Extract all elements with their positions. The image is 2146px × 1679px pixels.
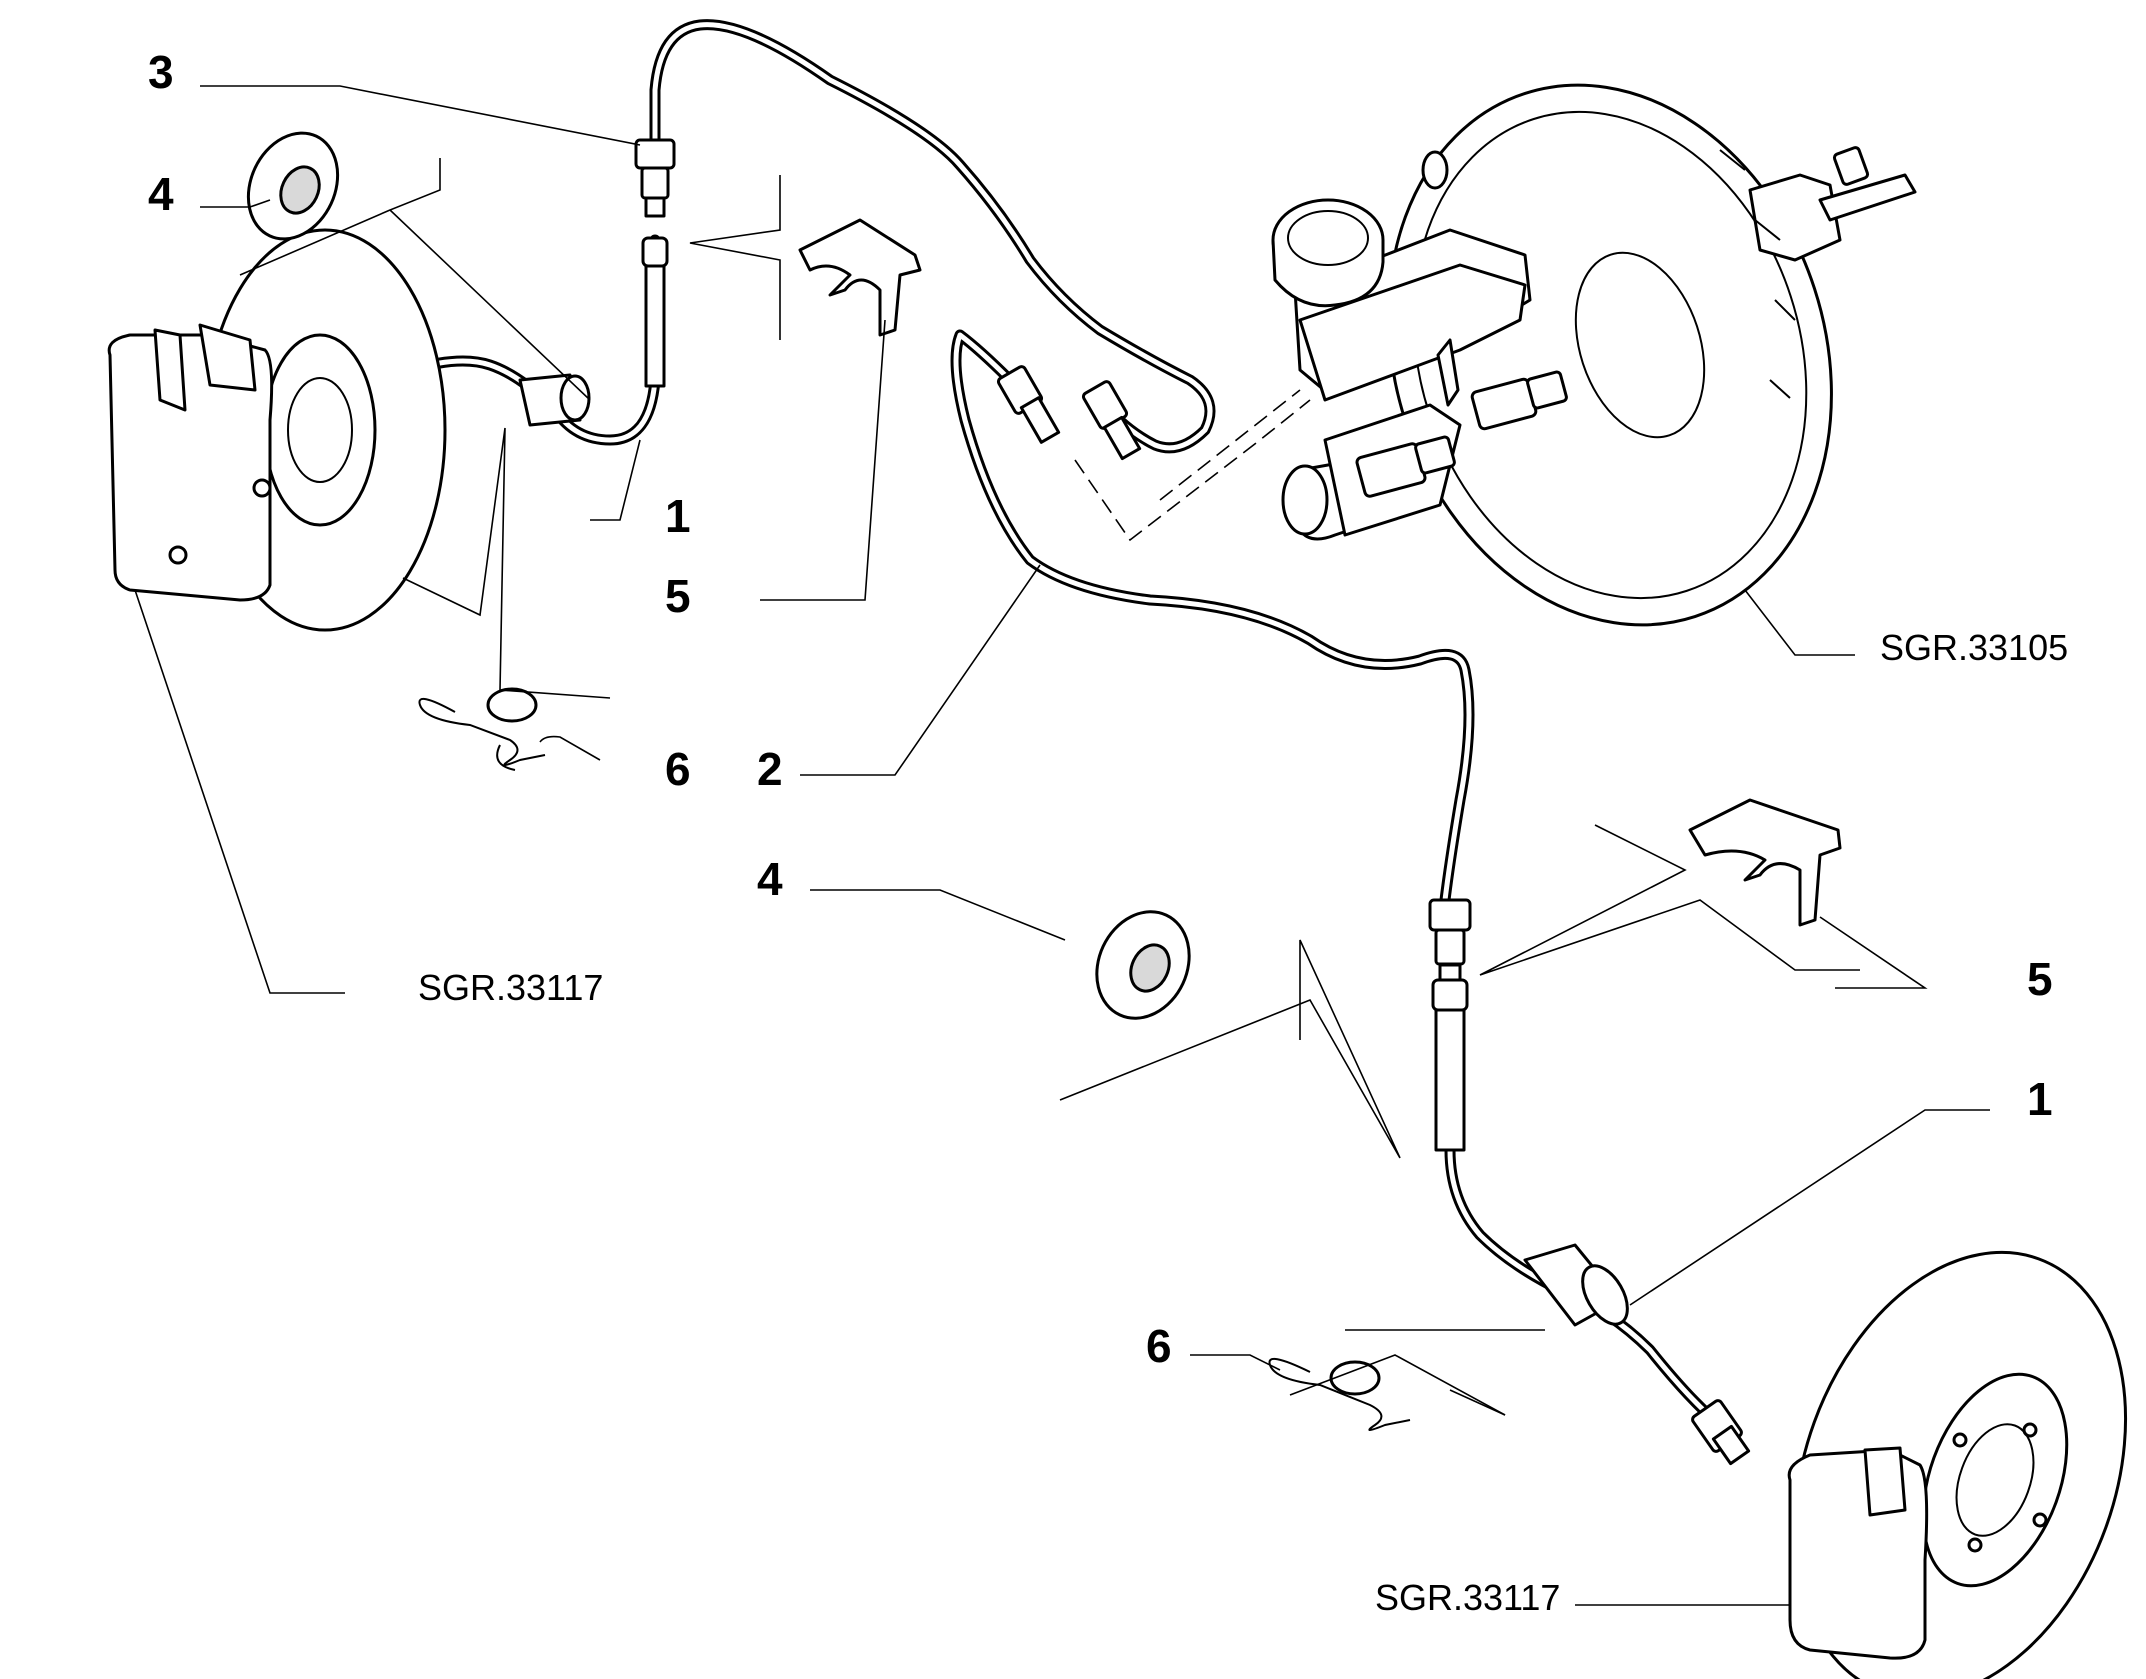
- callout-4-lower: 4: [757, 853, 783, 905]
- callout-2: 2: [757, 743, 783, 795]
- callout-5-upper: 5: [665, 570, 691, 622]
- brake-disc-caliper-right: [1787, 1250, 2128, 1679]
- leader-lines: [134, 85, 1990, 1606]
- callout-5-lower: 5: [2027, 953, 2053, 1005]
- brake-pipe-2: [950, 329, 1475, 906]
- spring-clip-6-upper: [418, 687, 546, 771]
- reference-caliper-right: SGR.33117: [1375, 1577, 1560, 1618]
- retaining-clip-5-upper: [798, 218, 922, 337]
- callout-3: 3: [148, 46, 174, 98]
- brake-disc-caliper-left: [107, 228, 447, 632]
- callout-4-upper: 4: [148, 168, 174, 220]
- callout-6-lower: 6: [1146, 1320, 1172, 1372]
- pipe-union-nut-3: [634, 138, 676, 218]
- grommet-4-lower: [1095, 910, 1191, 1020]
- callout-6-upper: 6: [665, 743, 691, 795]
- callout-labels: 3 4 1 5 6 2 4 5 1 6: [148, 46, 2053, 1372]
- hose-end-fitting-left: [641, 236, 669, 388]
- reference-labels: SGR.33105 SGR.33117 SGR.33117: [418, 627, 2068, 1618]
- brake-booster: [1387, 83, 1917, 627]
- master-cylinder: [1271, 198, 1568, 541]
- retaining-clip-5-lower: [1688, 798, 1842, 927]
- reference-caliper-left: SGR.33117: [418, 967, 603, 1008]
- callout-1-upper: 1: [665, 490, 691, 542]
- hose-end-fitting-right: [1431, 978, 1469, 1152]
- dashed-guide-line: [1074, 389, 1311, 542]
- spring-clip-6-lower: [1268, 1357, 1411, 1431]
- pipe-fitting-upper: [996, 365, 1142, 461]
- grommet-4-upper: [246, 131, 340, 241]
- pipe-union-nut-lower: [1428, 898, 1472, 985]
- brake-pipe-3: [649, 19, 1216, 454]
- hose-inline-fitting-right: [1523, 1243, 1751, 1466]
- reference-booster: SGR.33105: [1880, 627, 2068, 668]
- callout-1-lower: 1: [2027, 1073, 2053, 1125]
